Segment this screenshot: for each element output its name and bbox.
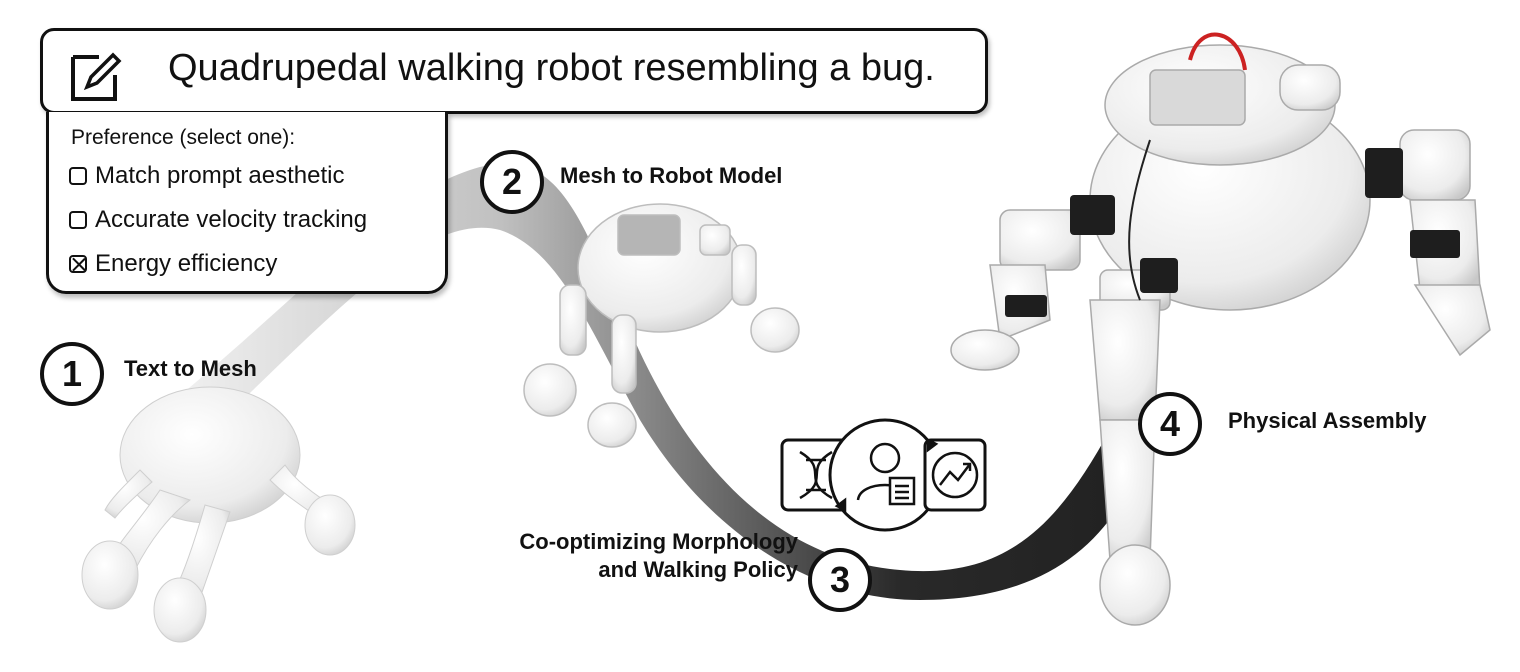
preference-option-energy[interactable]: Energy efficiency xyxy=(69,250,277,278)
cycle-arrows-icon xyxy=(834,437,939,513)
prompt-box[interactable]: Quadrupedal walking robot resembling a b… xyxy=(40,28,988,114)
trend-chart-icon xyxy=(931,451,979,499)
user-document-icon xyxy=(856,442,916,506)
step-3-badge: 3 xyxy=(808,548,872,612)
checkbox-unchecked[interactable] xyxy=(69,167,87,185)
checkbox-checked[interactable] xyxy=(69,255,87,273)
preference-panel: Preference (select one): Match prompt ae… xyxy=(46,112,448,294)
dna-icon xyxy=(799,450,833,500)
edit-icon xyxy=(71,52,122,101)
step-4-label: Physical Assembly xyxy=(1228,408,1427,433)
preference-option-aesthetic[interactable]: Match prompt aesthetic xyxy=(69,162,344,190)
step-2-label: Mesh to Robot Model xyxy=(560,163,783,188)
preference-title: Preference (select one): xyxy=(71,126,296,149)
prompt-text: Quadrupedal walking robot resembling a b… xyxy=(168,47,935,89)
step-3-label: Co-optimizing Morphology and Walking Pol… xyxy=(519,529,798,582)
checkbox-unchecked[interactable] xyxy=(69,211,87,229)
preference-option-velocity[interactable]: Accurate velocity tracking xyxy=(69,206,367,234)
step-4-badge: 4 xyxy=(1138,392,1202,456)
step-2-badge: 2 xyxy=(480,150,544,214)
step-1-badge: 1 xyxy=(40,342,104,406)
step-1-label: Text to Mesh xyxy=(124,356,257,381)
